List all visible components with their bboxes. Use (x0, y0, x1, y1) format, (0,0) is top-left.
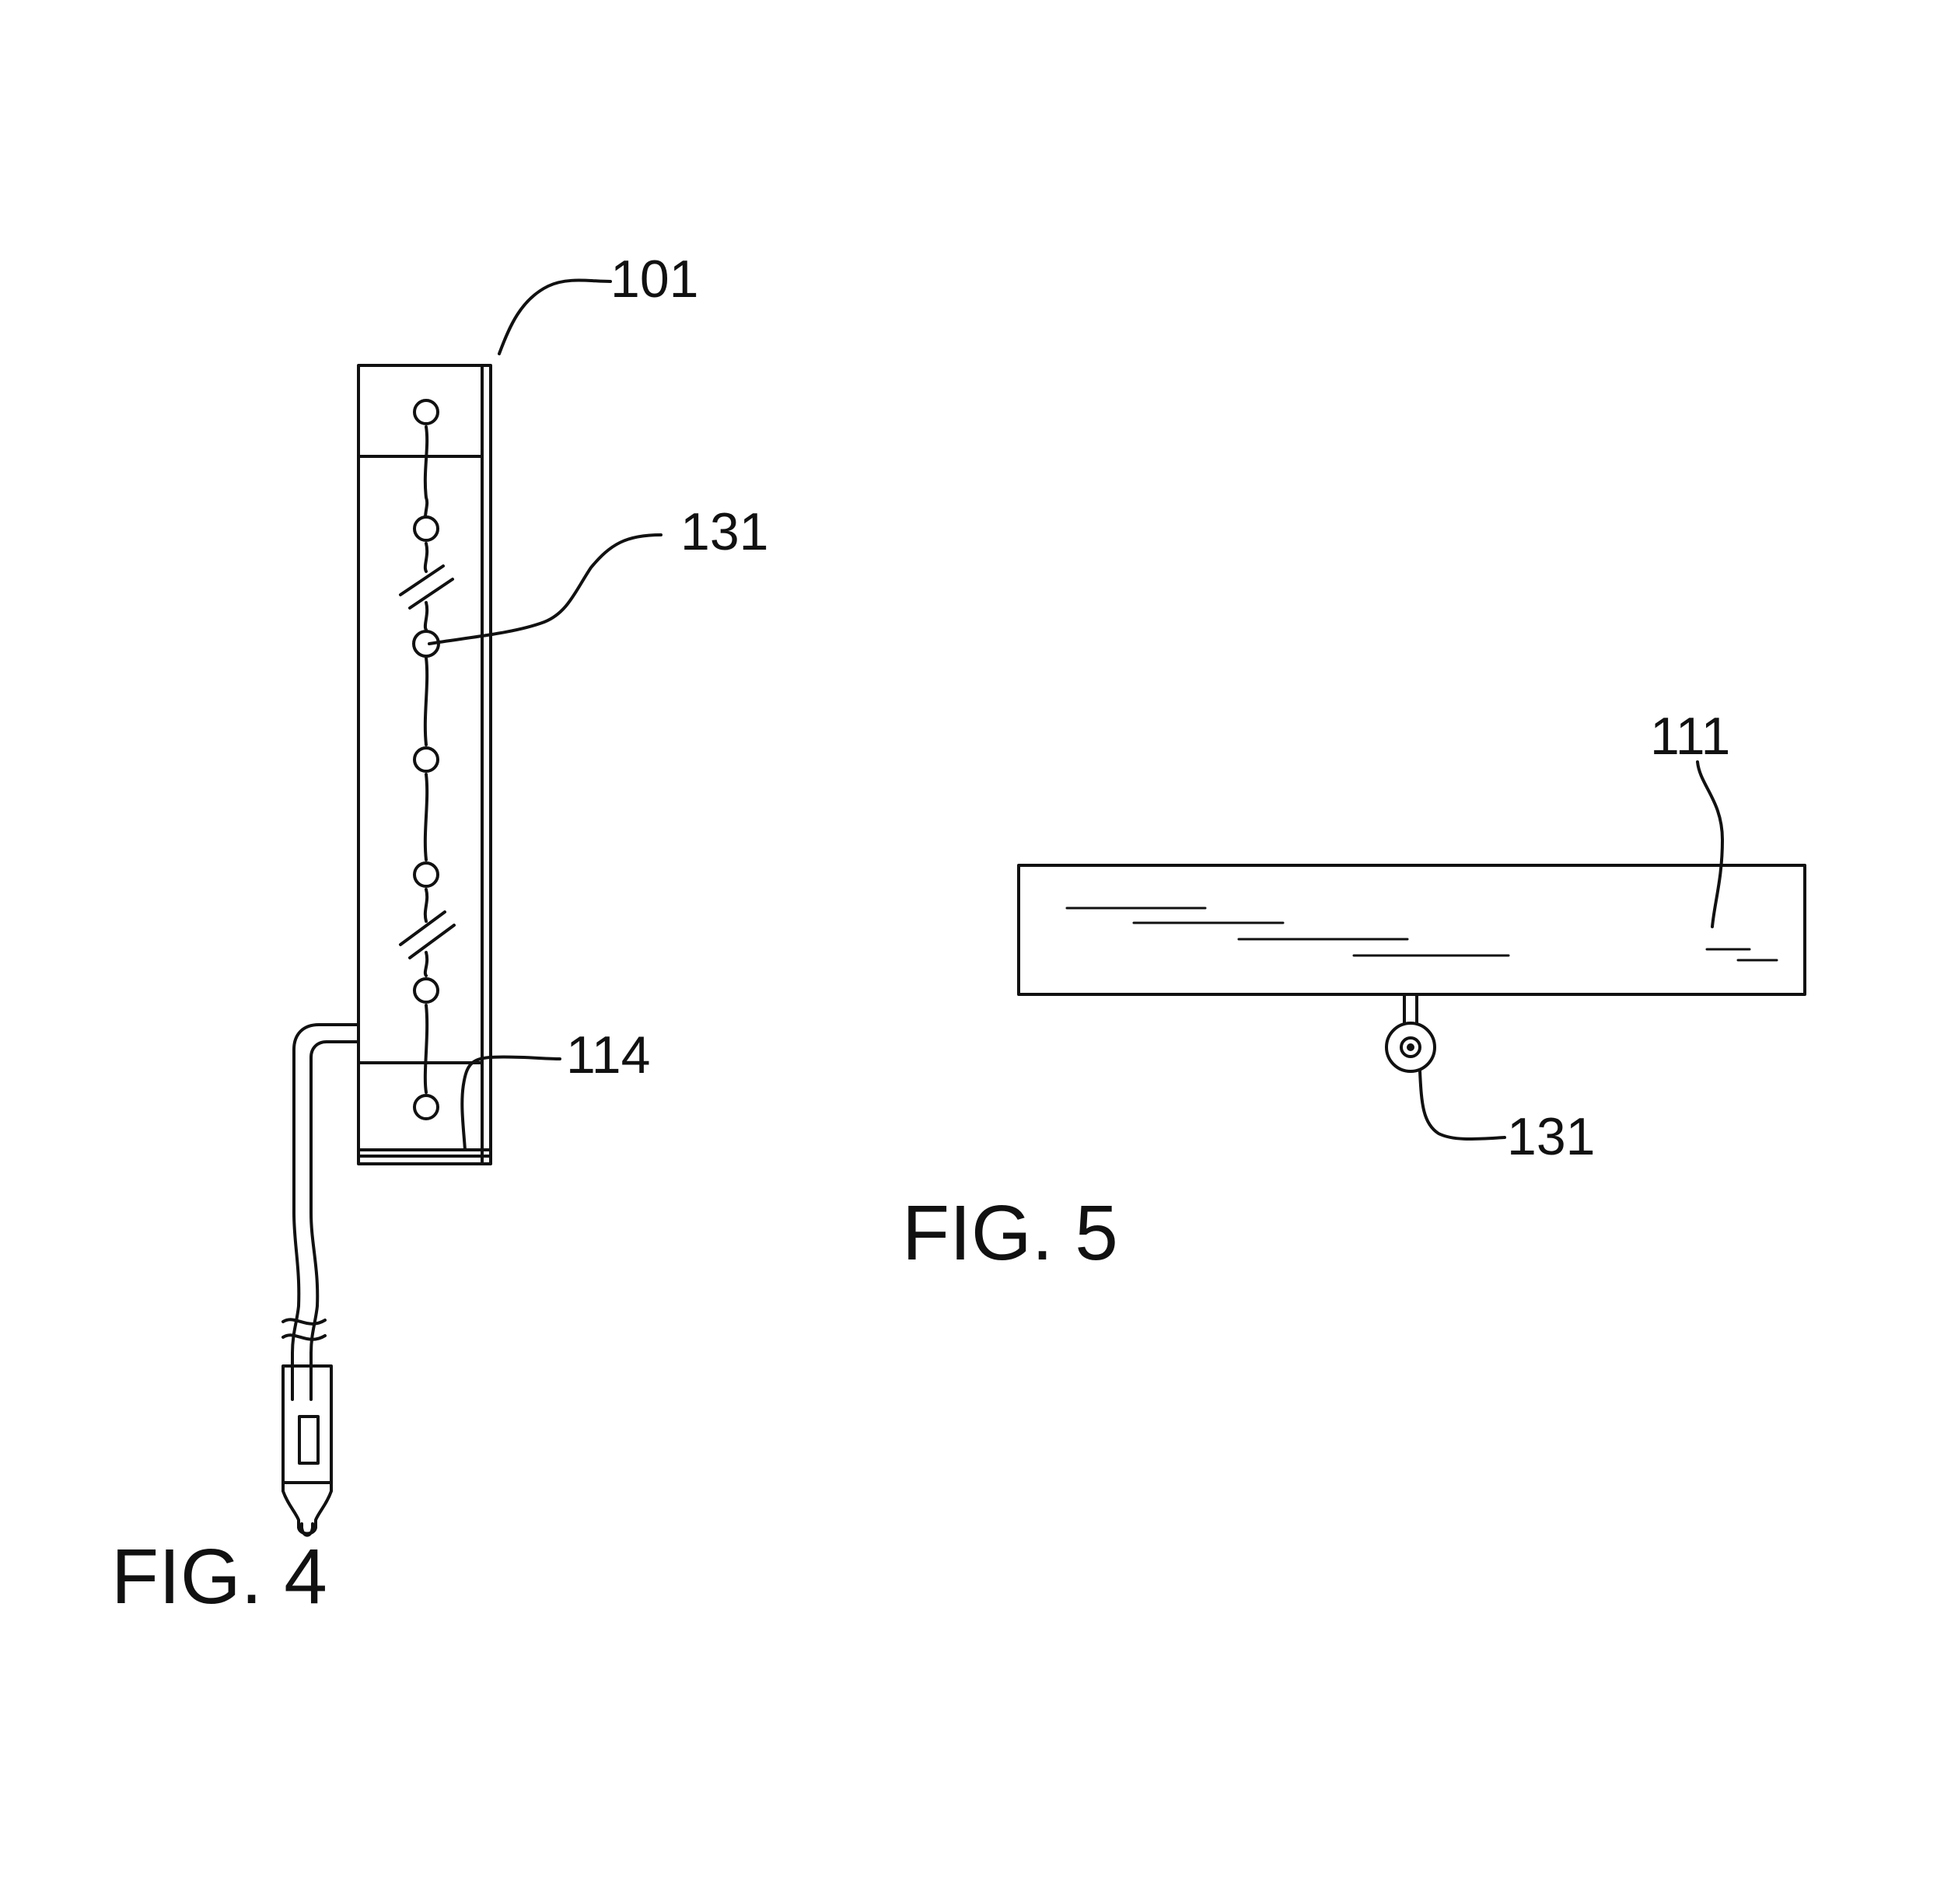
led-5 (413, 861, 439, 888)
fig-4-caption: FIG. 4 (111, 1533, 327, 1620)
led-2 (413, 515, 439, 542)
label-114: 114 (566, 1025, 650, 1085)
power-cable-outer (291, 1023, 360, 1401)
leader-131-fig5 (1418, 1070, 1506, 1141)
label-131-fig5: 131 (1507, 1107, 1595, 1166)
plug-body (281, 1364, 333, 1484)
label-101: 101 (610, 250, 698, 309)
cable-break-mark-1 (281, 1318, 327, 1326)
led-side-view-dot (1407, 1043, 1414, 1051)
led-1 (413, 399, 439, 425)
break-mark-upper-2 (408, 578, 454, 610)
label-111: 111 (1650, 707, 1730, 766)
fig-5-caption: FIG. 5 (902, 1190, 1118, 1277)
light-bar-body (1017, 864, 1806, 996)
led-6 (413, 977, 439, 1004)
led-4 (413, 746, 439, 773)
power-cable-inner (309, 1040, 360, 1401)
led-wire (423, 425, 429, 1094)
leader-131-fig4 (428, 533, 663, 645)
break-mark-lower-2 (408, 924, 456, 959)
cable-break-mark-2 (281, 1333, 327, 1341)
leader-101 (498, 278, 612, 355)
plug-switch (298, 1415, 320, 1465)
label-131-fig4: 131 (680, 502, 768, 561)
led-7 (413, 1094, 439, 1120)
plug-tip (281, 1481, 333, 1535)
light-bar-housing (357, 364, 492, 1165)
break-mark-lower-1 (399, 910, 446, 946)
break-mark-upper-1 (399, 564, 445, 596)
led-side-view-ring (1400, 1036, 1421, 1058)
leader-111 (1696, 760, 1724, 928)
leader-114 (460, 1055, 561, 1151)
fig-5-drawing: 111 131 FIG. 5 (902, 707, 1806, 1277)
plug-contact (300, 1522, 314, 1537)
fig-4-drawing: 101 131 114 FIG. 4 (111, 250, 768, 1620)
